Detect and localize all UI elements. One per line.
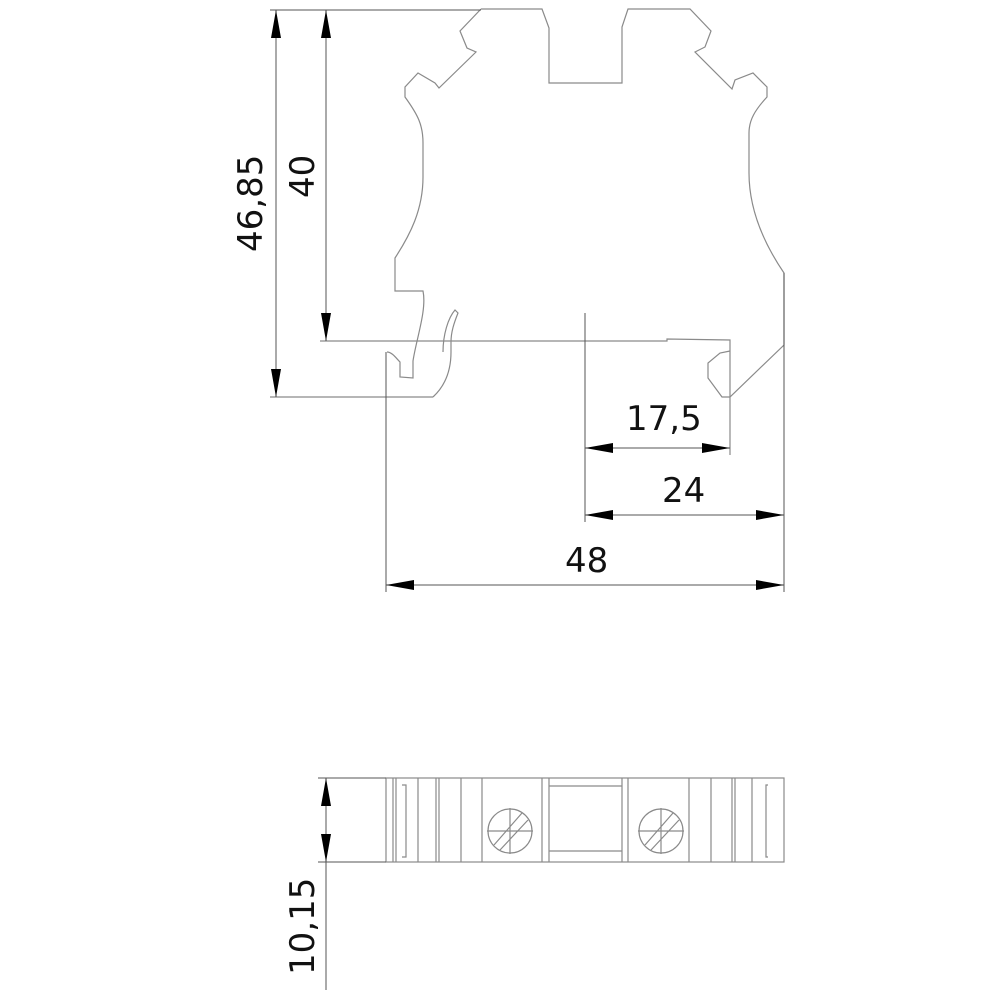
dimension-label-total-height: 46,85 (231, 155, 271, 252)
dimension-width: 48 (386, 541, 784, 590)
rail-hook (432, 309, 459, 398)
top-view: 10,15 (283, 777, 785, 990)
dimension-thickness: 10,15 (283, 777, 386, 990)
dimension-height: 40 (283, 10, 331, 341)
screw-icon (638, 808, 684, 854)
dimension-half-rail: 17,5 (585, 399, 730, 453)
top-view-outline (385, 777, 785, 863)
rail-line (320, 338, 731, 455)
dimension-half-width: 24 (585, 471, 784, 520)
front-profile-outline (386, 8, 482, 379)
dimension-label-thickness: 10,15 (283, 878, 323, 975)
front-profile-right (481, 8, 785, 398)
extension-lines (270, 9, 785, 592)
dimension-total-height: 46,85 (231, 10, 281, 397)
dimension-label-half-rail: 17,5 (626, 399, 702, 439)
front-view: 46,85 40 17,5 24 48 (231, 8, 785, 592)
screw-icon (487, 808, 533, 854)
dimension-label-height: 40 (283, 155, 323, 198)
top-view-ribs (392, 778, 768, 862)
dimension-label-width: 48 (565, 541, 608, 581)
dimension-label-half-width: 24 (662, 471, 705, 511)
